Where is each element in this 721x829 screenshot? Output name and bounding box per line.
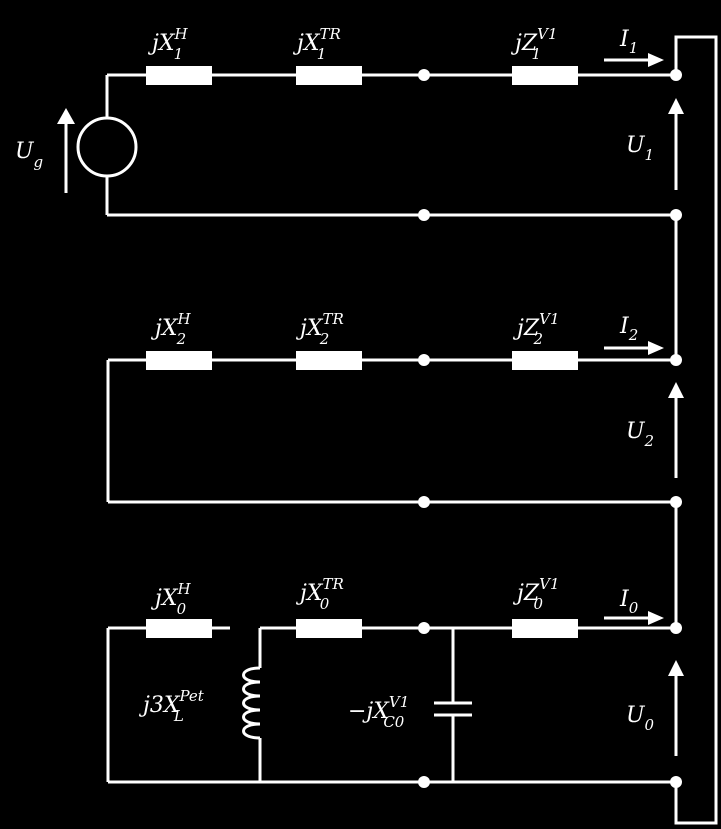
terminal-dot (670, 776, 682, 788)
transformer-reactance-2-symbol (296, 351, 362, 370)
voltage-0-arrowhead (668, 660, 684, 676)
inductor-coil-symbol (242, 666, 261, 740)
current-1-label: I1 (619, 27, 638, 57)
terminal-dot (670, 622, 682, 634)
current-0-label: I0 (619, 587, 639, 617)
node-dot (418, 496, 430, 508)
generator-reactance-1-symbol (146, 66, 212, 85)
terminal-dot (670, 496, 682, 508)
voltage-1-label: U1 (626, 133, 654, 164)
voltage-2-label: U2 (626, 419, 654, 450)
current-1-arrowhead (648, 53, 664, 67)
voltage-2-arrowhead (668, 382, 684, 398)
generator-reactance-2-symbol (146, 351, 212, 370)
transformer-reactance-0-symbol (296, 619, 362, 638)
transformer-reactance-1-symbol (296, 66, 362, 85)
source-voltage-arrowhead (57, 108, 75, 124)
node-dot (418, 354, 430, 366)
line-impedance-1-symbol (512, 66, 578, 85)
line-impedance-0-symbol (512, 619, 578, 638)
current-2-label: I2 (619, 314, 638, 344)
current-2-arrowhead (648, 341, 664, 355)
terminal-dot (670, 209, 682, 221)
voltage-1-arrowhead (668, 98, 684, 114)
node-dot (418, 209, 430, 221)
node-dot (418, 622, 430, 634)
generator-reactance-0-symbol (146, 619, 212, 638)
fault-connection-bracket (674, 35, 718, 825)
node-dot (418, 776, 430, 788)
line-impedance-2-symbol (512, 351, 578, 370)
voltage-source-symbol (76, 116, 138, 178)
terminal-dot (670, 354, 682, 366)
terminal-dot (670, 69, 682, 81)
current-0-arrowhead (648, 611, 664, 625)
source-voltage-label: Ug (15, 139, 43, 171)
voltage-0-label: U0 (626, 703, 655, 734)
node-dot (418, 69, 430, 81)
